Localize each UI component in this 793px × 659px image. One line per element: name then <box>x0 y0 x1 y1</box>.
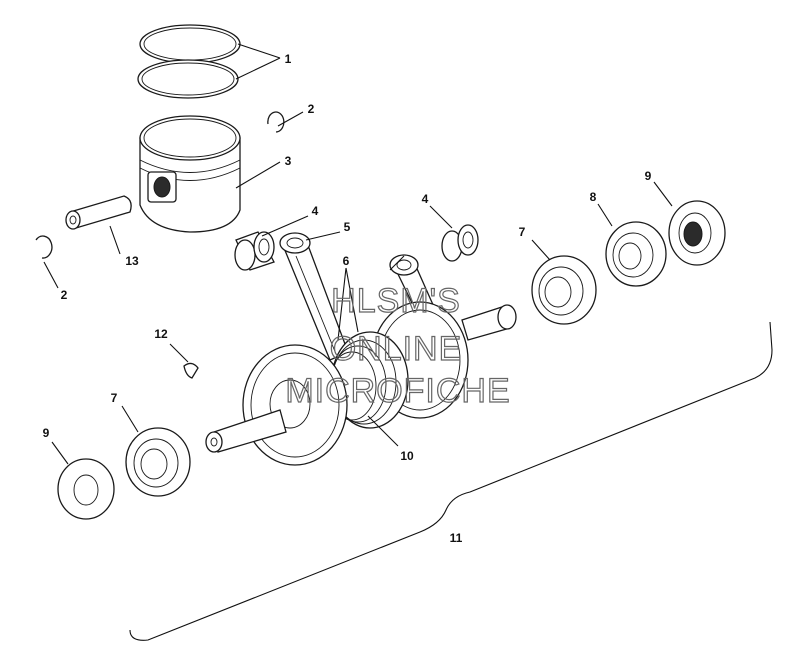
callout-3: 3 <box>285 154 292 168</box>
callout-2-upper: 2 <box>308 102 315 116</box>
callout-1: 1 <box>285 52 292 66</box>
callout-4-left: 4 <box>312 204 319 218</box>
bearing-8 <box>605 221 667 287</box>
assembly-bracket <box>129 321 773 641</box>
crankshaft <box>205 301 517 466</box>
ball-bearing-left <box>125 427 191 497</box>
callout-7-left: 7 <box>111 391 118 405</box>
callout-9-left: 9 <box>43 426 50 440</box>
piston <box>139 115 241 233</box>
callout-6: 6 <box>343 254 350 268</box>
circlip-lower <box>35 235 53 259</box>
oil-seal-left <box>57 458 115 520</box>
watermark: HLSM'S ONLINE MICROFICHE <box>285 281 511 410</box>
oil-seal-right <box>668 200 726 266</box>
callout-2-lower: 2 <box>61 288 68 302</box>
circlip-upper <box>267 111 285 133</box>
watermark-line-2: ONLINE <box>330 330 463 368</box>
callout-11: 11 <box>450 531 463 545</box>
callout-10: 10 <box>400 449 414 463</box>
callout-8: 8 <box>590 190 597 204</box>
callout-9-right: 9 <box>645 169 652 183</box>
ball-bearing-right <box>531 255 597 325</box>
callout-13: 13 <box>125 254 139 268</box>
needle-bearing-right <box>441 224 479 262</box>
watermark-line-1: HLSM'S <box>331 282 461 320</box>
callout-4-right: 4 <box>422 192 429 206</box>
woodruff-key <box>183 362 199 379</box>
callout-labels: 1 2 2 3 4 4 5 6 7 7 8 9 9 10 11 12 13 <box>43 52 652 545</box>
needle-bearing-left <box>234 231 275 271</box>
piston-rings <box>137 24 241 99</box>
wrist-pin <box>65 195 132 230</box>
callout-7-right: 7 <box>519 225 526 239</box>
watermark-line-3: MICROFICHE <box>285 372 510 410</box>
callout-5: 5 <box>344 220 351 234</box>
leader-lines <box>43 43 673 465</box>
callout-12: 12 <box>154 327 168 341</box>
